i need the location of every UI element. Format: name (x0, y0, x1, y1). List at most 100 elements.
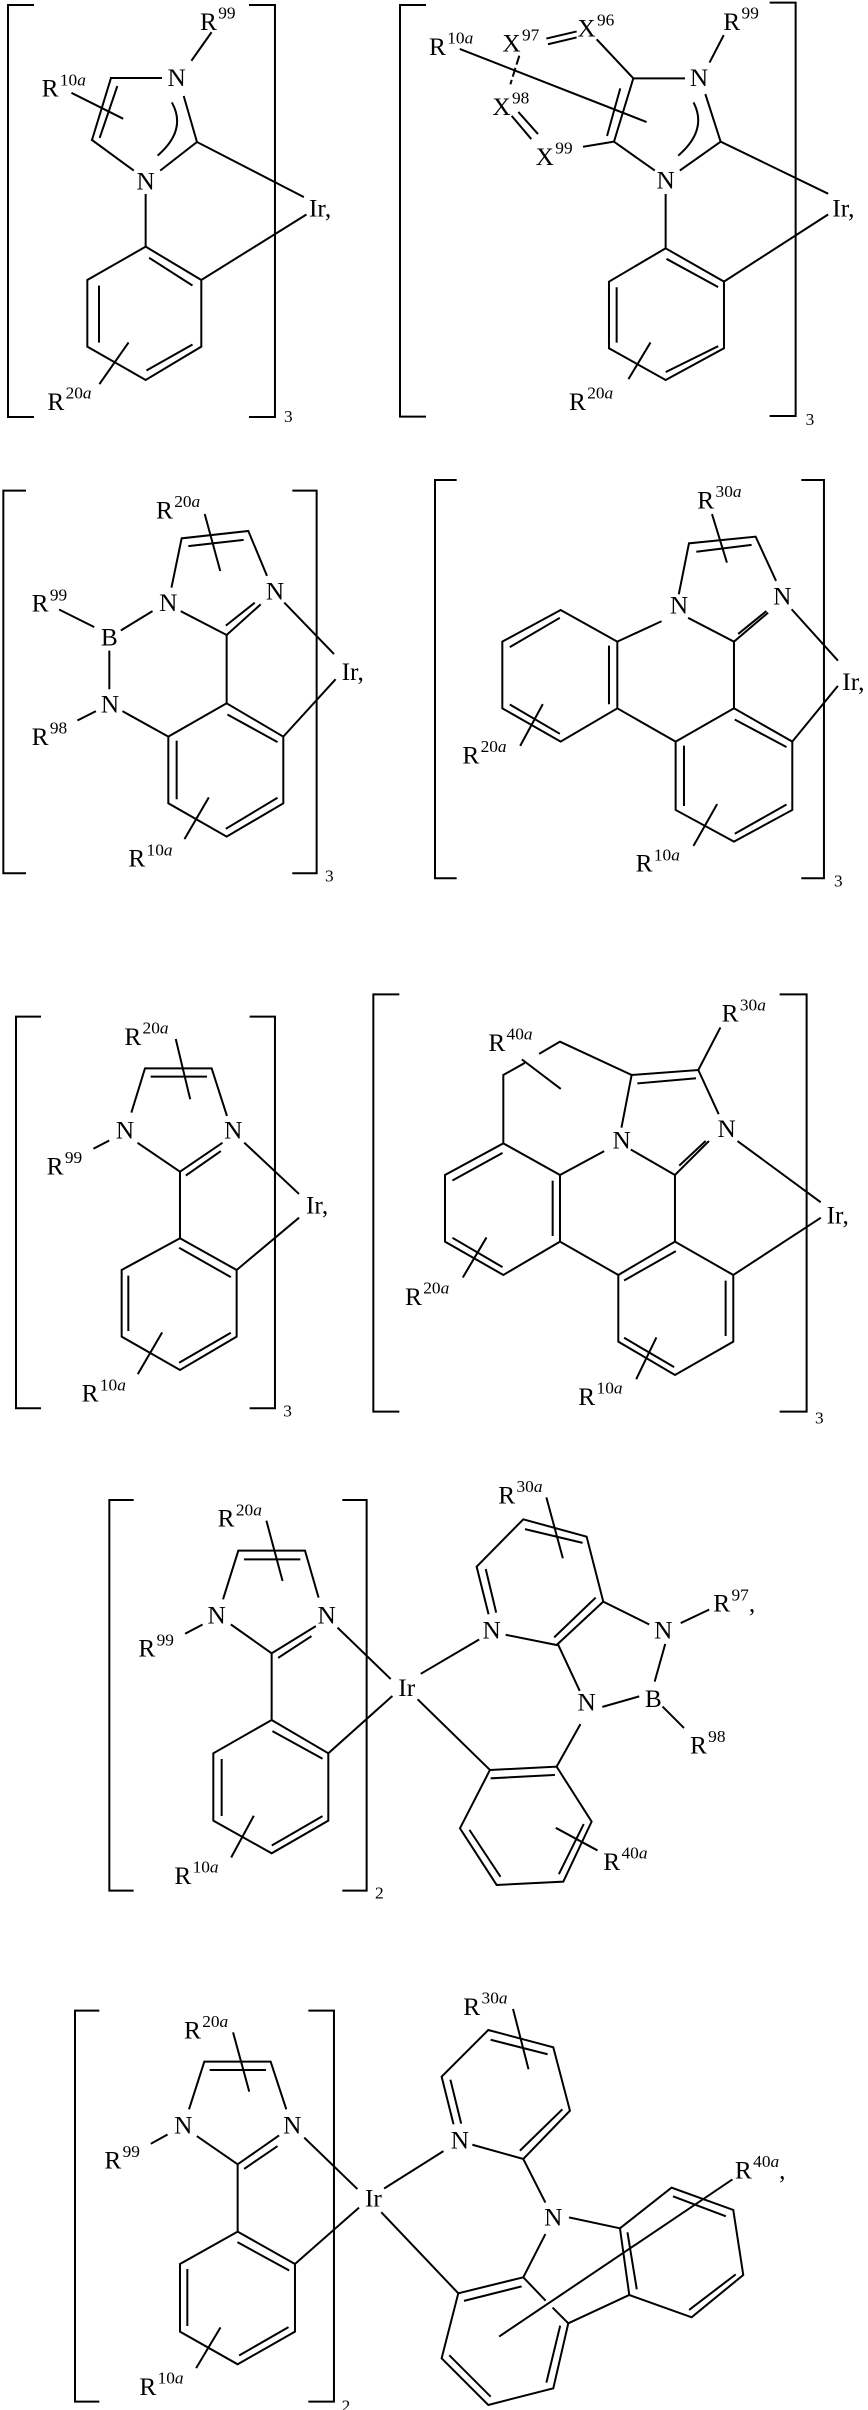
substituent-superscript: 20a (202, 2012, 228, 2031)
substituent-label: R99 (104, 2142, 140, 2174)
bonds (461, 32, 828, 380)
atom-label-b: B (645, 1685, 662, 1713)
structure-3: R20aR99R98R10aNNBNIr,3 (3, 491, 363, 886)
substituent-label: R98 (690, 1727, 726, 1759)
iridium-label: Ir (365, 2185, 382, 2213)
substituent-superscript: 97 (522, 25, 540, 44)
substituent-label: R40a (603, 1844, 648, 1876)
substituent-superscript: 40a (753, 2152, 779, 2171)
substituent-superscript: 99 (742, 4, 759, 23)
substituent-superscript: 99 (157, 1630, 174, 1649)
superscript-letter: a (210, 1858, 219, 1877)
atom-label-b: B (101, 623, 118, 651)
substituent-symbol: X (492, 93, 510, 121)
substituent-superscript: 96 (597, 10, 615, 29)
substituent-symbol: R (429, 33, 446, 61)
ligand-count-subscript: 2 (342, 2397, 351, 2410)
structure-1: R99NR10aNR20aIr,3 (8, 4, 331, 426)
atom-label-n: N (159, 589, 177, 617)
substituent-superscript: 10a (447, 29, 473, 48)
substituent-symbol: R (104, 2146, 121, 2174)
substituent-superscript: 99 (50, 585, 67, 604)
substituent-symbol: R (405, 1283, 422, 1311)
ligand-count-subscript: 3 (325, 867, 334, 886)
substituent-symbol: R (498, 1481, 515, 1509)
bracket-right (251, 1017, 275, 1409)
substituent-superscript: 99 (555, 139, 572, 158)
substituent-superscript: 98 (512, 89, 529, 108)
substituent-superscript: 20a (481, 737, 507, 756)
ancillary-ligand-bonds (382, 2010, 743, 2405)
superscript-letter: a (117, 1375, 126, 1394)
bracket-left (3, 491, 25, 874)
superscript-letter: a (465, 29, 474, 48)
substituent-label: R30a (463, 1989, 508, 2021)
substituent-superscript: 20a (236, 1500, 262, 1519)
bracket-right (293, 491, 316, 874)
bracket-right (250, 5, 275, 417)
iridium-label: Ir, (832, 195, 854, 223)
bracket-left (400, 5, 425, 417)
substituent-symbol: R (722, 1000, 739, 1028)
substituent-label: R20a (462, 737, 507, 769)
substituent-symbol: R (723, 8, 740, 36)
substituent-symbol: R (218, 1505, 235, 1533)
substituent-symbol: R (200, 8, 217, 36)
atom-label-n: N (773, 583, 791, 611)
bracket-left (109, 1500, 132, 1891)
atom-label-n: N (266, 577, 284, 605)
substituent-label: R20a (124, 1019, 169, 1051)
substituent-symbol: X (502, 30, 520, 58)
bonds (60, 515, 335, 838)
substituent-symbol: R (569, 388, 586, 416)
superscript-letter: a (192, 492, 201, 511)
iridium-label: Ir, (306, 1191, 328, 1219)
substituent-symbol: R (47, 388, 64, 416)
atom-label-n: N (670, 592, 688, 620)
substituent-label: R10a (429, 29, 474, 61)
substituent-superscript: 98 (708, 1727, 725, 1746)
substituent-symbol: R (462, 741, 479, 769)
substituent-label: R10a (128, 840, 173, 872)
atom-label-n: N (482, 1617, 500, 1645)
substituent-symbol: R (124, 1023, 141, 1051)
substituent-label: R20a (184, 2012, 229, 2044)
ligand-count-subscript: 2 (375, 1883, 384, 1902)
substituent-label: R30a (722, 995, 767, 1027)
bracket-right (343, 1500, 366, 1891)
atom-label-n: N (612, 1127, 630, 1155)
substituent-symbol: R (42, 75, 59, 103)
substituent-superscript: 99 (218, 4, 235, 23)
iridium-label: Ir, (827, 1201, 849, 1229)
structure-5: R20aR99R10aNNIr,3 (16, 1017, 328, 1421)
substituent-superscript: 10a (597, 1379, 623, 1398)
atom-label-n: N (317, 1602, 335, 1630)
substituent-symbol: R (697, 486, 714, 514)
substituent-superscript: 30a (716, 482, 742, 501)
ancillary-ligand-bonds (418, 1498, 708, 1885)
substituent-superscript: 30a (482, 1989, 508, 2008)
substituent-label: R30a (498, 1477, 543, 1509)
bonds (94, 1040, 298, 1373)
punctuation: , (779, 2156, 785, 2184)
superscript-letter: a (164, 840, 173, 859)
substituent-superscript: 10a (158, 2369, 184, 2388)
superscript-letter: a (524, 1025, 533, 1044)
superscript-letter: a (733, 482, 742, 501)
substituent-symbol: X (536, 143, 554, 171)
substituent-superscript: 40a (622, 1844, 648, 1863)
superscript-letter: a (534, 1477, 543, 1496)
superscript-letter: a (220, 2012, 229, 2031)
punctuation: , (749, 1590, 755, 1618)
atom-label-n: N (224, 1117, 242, 1145)
substituent-label: R20a (156, 492, 201, 524)
superscript-letter: a (175, 2369, 184, 2388)
bracket-right (309, 2011, 334, 2402)
iridium-label: Ir (398, 1674, 415, 1702)
substituent-symbol: R (82, 1380, 99, 1408)
substituent-symbol: R (636, 850, 653, 878)
structure-2: R99NNR10aX97X96X98X99R20aIr,3 (400, 3, 854, 429)
superscript-letter: a (671, 845, 680, 864)
bracket-left (435, 480, 456, 878)
superscript-letter: a (639, 1844, 648, 1863)
